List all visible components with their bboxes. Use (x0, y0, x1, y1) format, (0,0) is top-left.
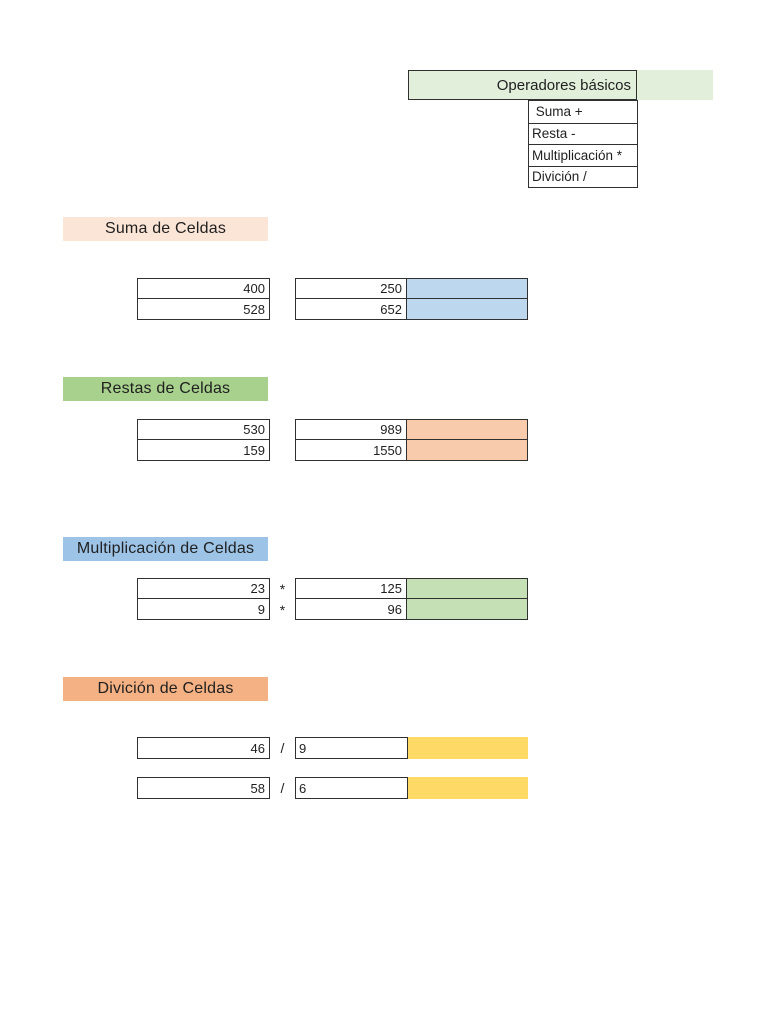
result-cell[interactable] (408, 737, 528, 759)
suma-right-box: 250 652 (295, 278, 528, 320)
value-cell[interactable]: 400 (243, 281, 265, 296)
operators-list: Suma + Resta - Multiplicación * Divición… (528, 100, 638, 188)
value-cell[interactable]: 58 (250, 780, 265, 796)
divide-operator: / (280, 780, 285, 796)
division-dividend-box: 58 (137, 777, 270, 799)
value-cell[interactable]: 989 (296, 420, 407, 439)
division-divisor-box: 9 (295, 737, 408, 759)
multiplicacion-right-box: 125 96 (295, 578, 528, 620)
section-title-division: Divición de Celdas (97, 680, 234, 697)
section-header-suma: Suma de Celdas (63, 217, 268, 241)
section-title-restas: Restas de Celdas (100, 380, 231, 397)
section-header-restas: Restas de Celdas (63, 377, 268, 401)
operator-list-item-resta: Resta - (529, 122, 637, 145)
result-cell[interactable] (407, 299, 527, 319)
operators-title-cell: Operadores básicos (408, 70, 637, 100)
section-title-suma: Suma de Celdas (104, 220, 227, 237)
value-cell[interactable]: 9 (299, 740, 307, 756)
value-cell[interactable]: 652 (296, 299, 407, 319)
operators-title: Operadores básicos (496, 76, 631, 94)
value-cell[interactable]: 528 (243, 301, 265, 317)
value-cell[interactable]: 159 (243, 442, 265, 458)
value-cell[interactable]: 9 (257, 601, 265, 617)
section-header-division: Divición de Celdas (63, 677, 268, 701)
section-title-multiplicacion: Multiplicación de Celdas (76, 540, 255, 557)
value-cell[interactable]: 530 (243, 422, 265, 437)
value-cell[interactable]: 23 (250, 581, 265, 596)
multiplicacion-left-box: 23 9 (137, 578, 270, 620)
value-cell[interactable]: 250 (296, 279, 407, 298)
restas-left-box: 530 159 (137, 419, 270, 461)
restas-right-box: 989 1550 (295, 419, 528, 461)
result-cell[interactable] (408, 777, 528, 799)
result-cell[interactable] (407, 599, 527, 619)
multiply-operator: * (279, 601, 286, 618)
result-cell[interactable] (407, 440, 527, 460)
suma-left-box: 400 528 (137, 278, 270, 320)
division-divisor-box: 6 (295, 777, 408, 799)
result-cell[interactable] (407, 279, 527, 298)
result-cell[interactable] (407, 579, 527, 598)
value-cell[interactable]: 96 (296, 599, 407, 619)
multiply-operator: * (279, 580, 286, 597)
value-cell[interactable]: 46 (250, 740, 265, 756)
value-cell[interactable]: 125 (296, 579, 407, 598)
result-cell[interactable] (407, 420, 527, 439)
operator-list-item-division: Divición / (529, 165, 637, 188)
divide-operator: / (280, 740, 285, 756)
value-cell[interactable]: 1550 (296, 440, 407, 460)
section-header-multiplicacion: Multiplicación de Celdas (63, 537, 268, 561)
value-cell[interactable]: 6 (299, 780, 307, 796)
operator-list-item-multiplicacion: Multiplicación * (529, 144, 637, 166)
division-dividend-box: 46 (137, 737, 270, 759)
operator-list-item-suma: Suma + (532, 104, 583, 120)
